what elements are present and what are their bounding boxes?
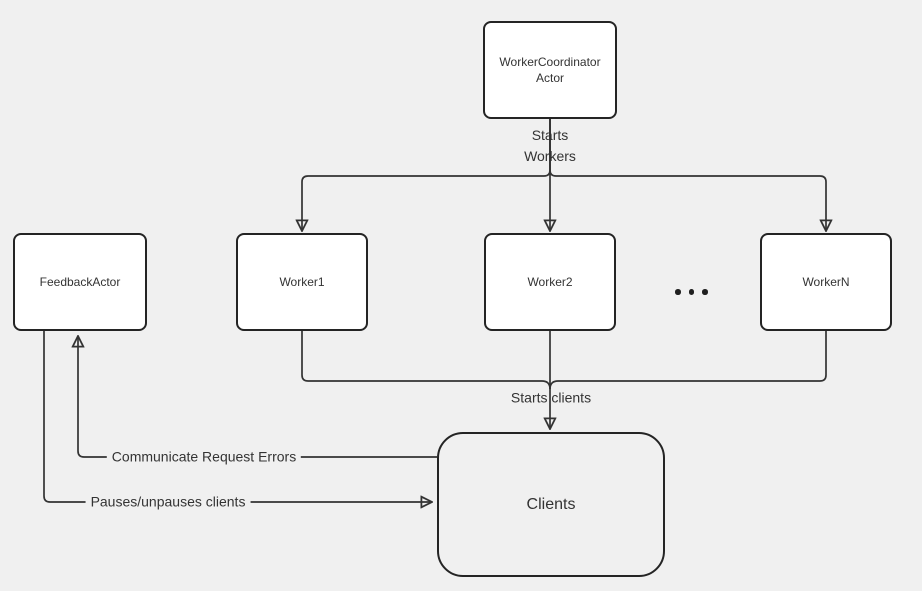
edge-workern-to-collector (549, 331, 827, 390)
edge-coordinator-to-workern (549, 119, 826, 231)
node-worker-coordinator-actor-label: WorkerCoordinator Actor (499, 55, 601, 85)
edge-clients-to-feedback (78, 336, 437, 458)
edge-worker1-to-collector (301, 331, 551, 390)
edge-label-pauses-unpauses-clients: Pauses/unpauses clients (85, 491, 251, 513)
node-feedback-actor: FeedbackActor (13, 233, 147, 331)
node-worker2: Worker2 (484, 233, 616, 331)
node-worker1-label: Worker1 (279, 275, 325, 289)
ellipsis-dot (675, 289, 681, 295)
edge-feedback-to-clients (43, 331, 432, 502)
ellipsis-dot (702, 289, 708, 295)
node-worker2-label: Worker2 (527, 275, 573, 289)
edge-label-communicate-request-errors: Communicate Request Errors (106, 446, 302, 468)
workers-ellipsis: ... (675, 289, 708, 295)
node-feedback-actor-label: FeedbackActor (39, 275, 121, 289)
node-worker-coordinator-actor: WorkerCoordinator Actor (483, 21, 617, 119)
node-workern-label: WorkerN (802, 275, 850, 289)
node-clients: Clients (437, 432, 665, 577)
node-workern: WorkerN (760, 233, 892, 331)
edge-label-starts-clients: Starts clients (510, 389, 592, 406)
node-clients-label: Clients (526, 495, 576, 513)
edge-label-starts-workers: Starts Workers (524, 127, 576, 164)
node-worker1: Worker1 (236, 233, 368, 331)
ellipsis-dot (688, 289, 694, 295)
